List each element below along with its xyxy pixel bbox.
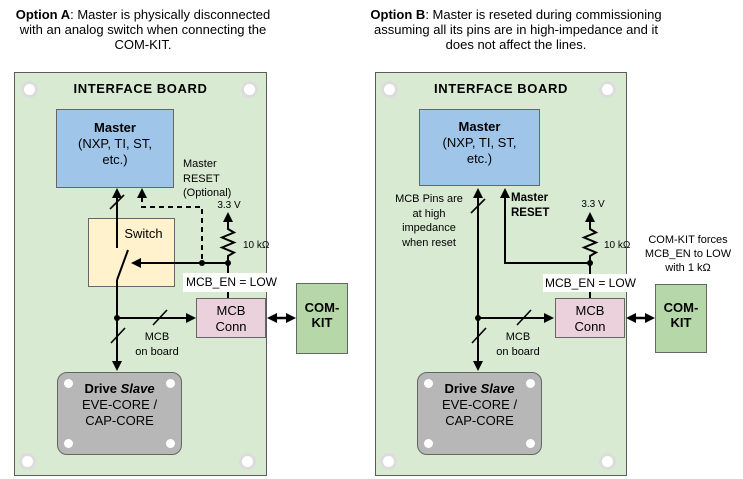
board-a-title: INTERFACE BOARD [73,81,208,96]
comkit-note-line3: with 1 kΩ [665,262,711,274]
com-kit-a-line1: COM- [304,300,340,315]
mcb-conn-b-line2: Conn [574,318,606,334]
mounting-hole [21,81,38,98]
mounting-hole [239,453,256,470]
mounting-hole [599,453,616,470]
switch-label: Switch [124,226,163,241]
reset-note-a-line3: (Optional) [183,187,232,199]
slave-a-line3: CAP-CORE [85,413,154,428]
pins-note-line4: when reset [402,236,456,249]
mounting-hole [380,453,397,470]
com-kit-a: COM- KIT [296,283,348,354]
reset-note-b-line2: RESET [511,207,550,219]
mcb-en-label-b: MCB_EN = LOW [543,274,638,292]
master-a-name: Master [94,120,136,135]
slave-b-bold: Drive [444,381,481,396]
mcb-conn-a-line2: Conn [215,318,247,334]
mounting-hole [241,81,258,98]
master-a-line2: (NXP, TI, ST, [78,136,152,151]
mounting-hole [599,81,616,98]
screw-dot [166,439,175,448]
comkit-note-line1: COM-KIT forces [648,234,728,246]
option-b-caption: Option B: Master is reseted during commi… [366,7,666,52]
bus-note-a-line2: on board [135,345,179,358]
bus-note-b: MCB on board [483,330,553,359]
pins-note-b: MCB Pins are at high impedance when rese… [382,192,476,250]
pins-note-line1: MCB Pins are [395,193,463,205]
board-b-title: INTERFACE BOARD [434,81,568,96]
mcb-conn-b-line1: MCB [575,303,605,318]
mcb-en-label-a: MCB_EN = LOW [183,273,280,292]
screw-dot [166,379,175,388]
screw-dot [424,379,433,388]
mcb-connector-a: MCB Conn [196,298,266,338]
pins-note-line3: impedance [402,222,456,234]
master-b-line2: (NXP, TI, ST, [442,135,517,150]
master-box-a: Master (NXP, TI, ST, etc.) [56,109,174,188]
slave-b-line3: CAP-CORE [445,413,514,428]
option-a-caption-bold: Option A [15,7,71,22]
reset-note-a-line1: Master [183,158,217,170]
master-box-b: Master (NXP, TI, ST, etc.) [419,109,540,186]
option-b-caption-bold: Option B [370,7,426,22]
arrowhead-left [626,313,636,323]
drive-slave-a: Drive Slave EVE-CORE / CAP-CORE [57,372,182,455]
screw-dot [64,379,73,388]
screw-dot [526,439,535,448]
reset-note-a-line2: RESET [183,172,220,185]
screw-dot [526,379,535,388]
com-kit-b-line2: KIT [670,315,692,330]
analog-switch-box: Switch [88,218,175,287]
supply-label-a: 3.3 V [217,200,241,211]
reset-note-b-line1: Master [511,192,549,204]
mcb-connector-b: MCB Conn [555,298,625,338]
slave-a-italic: Slave [120,381,155,396]
slave-a-bold: Drive [84,381,121,396]
pins-note-line2: at high [412,207,446,220]
bus-note-a: MCB on board [122,330,192,359]
drive-slave-b: Drive Slave EVE-CORE / CAP-CORE [417,372,542,455]
supply-label-b: 3.3 V [581,199,605,210]
slave-a-line2: EVE-CORE / [81,397,158,412]
mcb-conn-a-line1: MCB [216,303,246,318]
slave-b-line2: EVE-CORE / [441,397,518,412]
com-kit-b-line1: COM- [663,300,699,315]
slave-b-italic: Slave [480,381,515,396]
com-kit-a-line2: KIT [311,315,333,330]
master-reset-note-b: Master RESET [511,191,571,221]
option-a-caption-text: : Master is physically disconnected with… [19,7,271,52]
mounting-hole [19,453,36,470]
mounting-hole [381,81,398,98]
screw-dot [424,439,433,448]
arrowhead-left [267,313,277,323]
screw-dot [64,439,73,448]
master-a-line3: etc.) [102,152,128,167]
resistor-label-a: 10 kΩ [243,240,270,251]
arrowhead-right [286,313,296,323]
bus-note-b-line2: on board [496,345,540,358]
option-a-caption: Option A: Master is physically disconnec… [3,7,283,52]
bus-note-b-line1: MCB [505,331,531,343]
arrowhead-right [645,313,655,323]
master-b-line3: etc.) [466,151,493,166]
comkit-note-line2: MCB_EN to LOW [644,248,732,260]
bus-note-a-line1: MCB [144,331,170,343]
option-b-caption-text: : Master is reseted during commissioning… [374,7,662,52]
master-reset-note-a: Master RESET (Optional) [183,157,245,201]
master-b-name: Master [458,119,501,134]
comkit-note-b: COM-KIT forces MCB_EN to LOW with 1 kΩ [634,233,742,275]
com-kit-b: COM- KIT [655,284,707,353]
resistor-label-b: 10 kΩ [604,240,631,251]
